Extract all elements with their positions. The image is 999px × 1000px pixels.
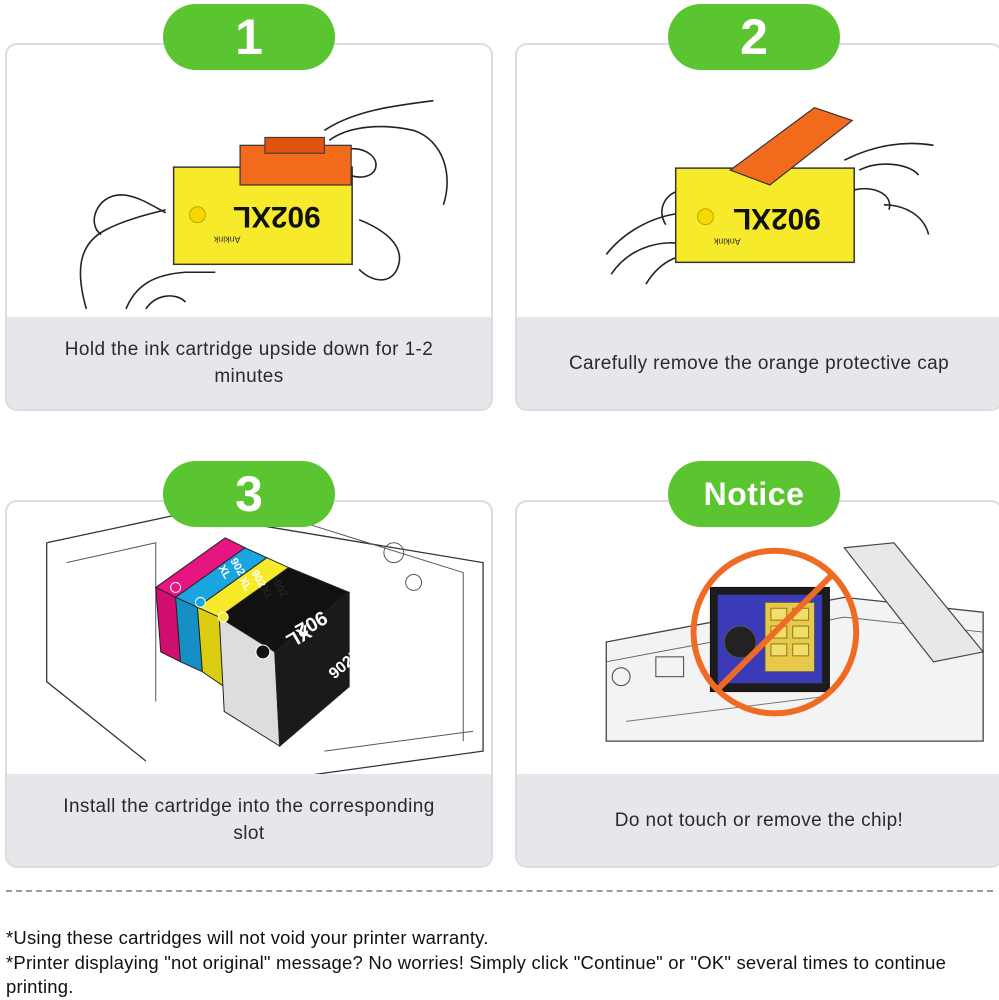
step-3-illustration: 902 XL 902 XL 902 XL 902 XL 902XL xyxy=(46,512,484,777)
notice-illustration xyxy=(605,542,985,742)
step-1-card: 902XL Ankink Hold the ink cartridge upsi… xyxy=(5,43,493,411)
step-1-caption-box: Hold the ink cartridge upside down for 1… xyxy=(7,317,491,409)
step-1-illustration: 902XL Ankink xyxy=(79,99,448,310)
step-2-caption: Carefully remove the orange protective c… xyxy=(568,352,950,374)
step-2-card: 902XL Ankink Carefully remove the orange… xyxy=(515,43,999,411)
prohibited-icon xyxy=(690,547,860,717)
step-1-brand: Ankink xyxy=(213,235,240,245)
step-1-cartridge-label: 902XL xyxy=(233,200,321,233)
step-2-brand: Ankink xyxy=(713,237,740,247)
dashed-divider xyxy=(6,890,993,892)
step-2-badge: 2 xyxy=(668,4,840,70)
step-3-caption-box: Install the cartridge into the correspon… xyxy=(7,774,491,866)
step-1-badge: 1 xyxy=(163,4,335,70)
step-2-illustration: 902XL Ankink xyxy=(605,106,934,285)
warranty-footnote: *Using these cartridges will not void yo… xyxy=(6,927,489,948)
step-3-card: 902 XL 902 XL 902 XL 902 XL 902XL Instal… xyxy=(5,500,493,868)
notice-badge: Notice xyxy=(668,461,840,527)
step-1-caption: Hold the ink cartridge upside down for 1… xyxy=(64,339,434,387)
step-3-badge: 3 xyxy=(163,461,335,527)
notice-card: Do not touch or remove the chip! xyxy=(515,500,999,868)
step-3-caption: Install the cartridge into the correspon… xyxy=(63,796,435,844)
notice-caption-box: Do not touch or remove the chip! xyxy=(517,774,999,866)
step-2-caption-box: Carefully remove the orange protective c… xyxy=(517,317,999,409)
not-original-footnote: *Printer displaying "not original" messa… xyxy=(6,952,947,997)
notice-caption: Do not touch or remove the chip! xyxy=(614,809,904,831)
step-2-cartridge-label: 902XL xyxy=(733,202,821,235)
